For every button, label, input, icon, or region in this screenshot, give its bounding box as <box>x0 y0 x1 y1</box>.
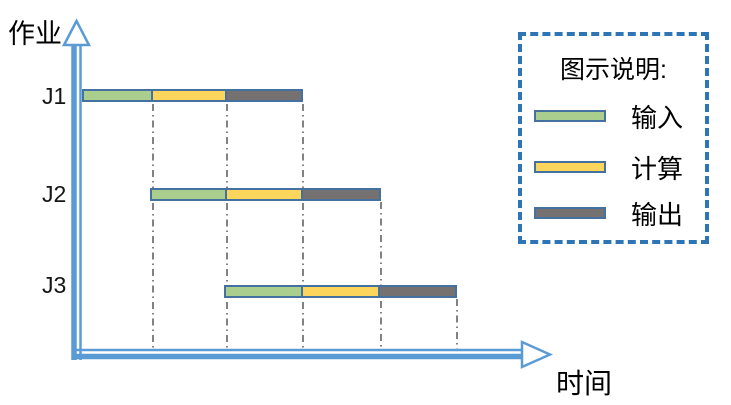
bar-J2-input <box>150 188 227 201</box>
bar-J1-compute <box>151 89 227 102</box>
legend-item-output: 输出 <box>534 198 683 230</box>
x-axis <box>72 340 554 369</box>
bar-J2-compute <box>225 188 303 201</box>
legend-label-output: 输出 <box>631 199 684 230</box>
y-axis-title: 作业 <box>8 19 62 49</box>
legend-label-compute: 计算 <box>631 153 684 184</box>
legend-item-input: 输入 <box>534 101 683 133</box>
bar-J3-compute <box>301 285 380 298</box>
bar-J3-input <box>224 285 303 298</box>
y-axis-arrow-icon <box>61 18 92 47</box>
guide-lines-group <box>152 104 458 349</box>
job-label-J3: J3 <box>42 272 67 298</box>
bar-J3-output <box>378 285 457 298</box>
x-axis-arrow-icon <box>520 340 554 369</box>
job-label-J1: J1 <box>42 83 67 109</box>
legend-label-input: 输入 <box>631 102 684 133</box>
bar-J1-output <box>225 89 303 102</box>
job-label-J2: J2 <box>42 181 67 207</box>
legend-title: 图示说明: <box>560 56 667 84</box>
bar-J2-output <box>301 188 381 201</box>
legend-swatch-input <box>534 110 606 122</box>
legend-swatch-compute <box>534 161 606 173</box>
bar-J1-input <box>82 89 153 102</box>
y-axis <box>61 18 92 360</box>
legend-box: 图示说明: 输入计算输出 <box>518 32 709 244</box>
legend-item-compute: 计算 <box>534 152 683 184</box>
legend-swatch-output <box>534 207 606 219</box>
x-axis-title: 时间 <box>556 368 613 399</box>
